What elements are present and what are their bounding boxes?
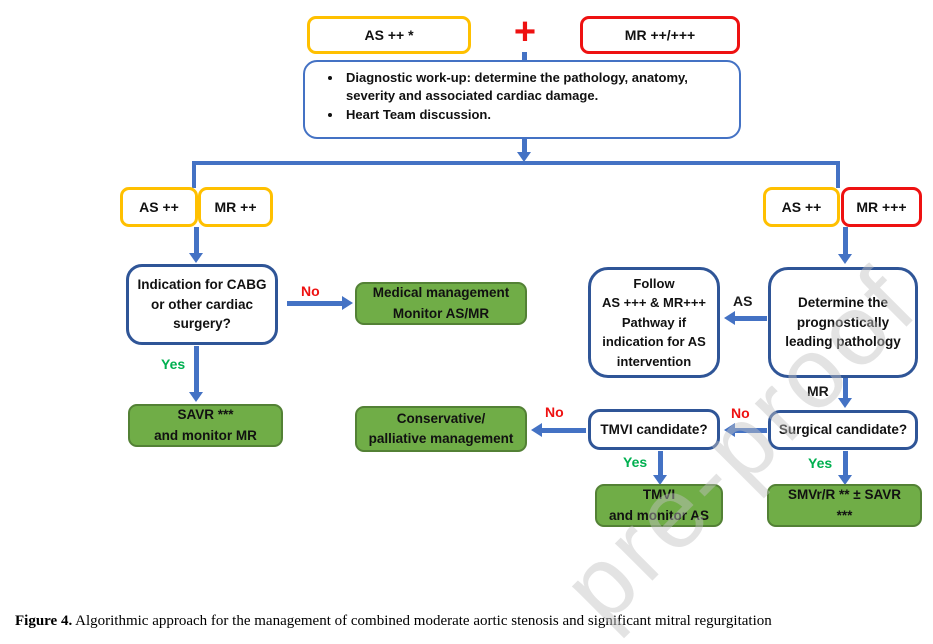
follow-pathway-box: Follow AS +++ & MR+++ Pathway if indicat… xyxy=(588,267,720,378)
arrow-tmvi-yes-head xyxy=(653,475,667,485)
left-as-tag: AS ++ xyxy=(120,187,198,227)
arrow-workup-head xyxy=(517,152,531,162)
surgical-question-box: Surgical candidate? xyxy=(768,410,918,450)
mr-significant-header-box: MR ++/+++ xyxy=(580,16,740,54)
arrow-tmvi-yes-shaft xyxy=(658,451,663,477)
arrow-cabg-yes-shaft xyxy=(194,346,199,393)
plus-sign: + xyxy=(513,11,537,53)
tmvi-treatment-box: TMVI and monitor AS xyxy=(595,484,723,527)
right-mr-tag: MR +++ xyxy=(841,187,922,227)
as-edge-label: AS xyxy=(733,293,753,309)
cabg-question-box: Indication for CABG or other cardiac sur… xyxy=(126,264,278,345)
arrow-as-edge-shaft xyxy=(734,316,767,321)
tmvi-question-box: TMVI candidate? xyxy=(588,409,720,450)
connector-plus-to-workup xyxy=(522,52,527,62)
as-moderate-header-box: AS ++ * xyxy=(307,16,471,54)
arrow-to-cabg-head xyxy=(189,253,203,263)
arrow-surgical-yes-shaft xyxy=(843,451,848,477)
savr-box: SAVR *** and monitor MR xyxy=(128,404,283,447)
determine-pathology-box: Determine the prognostically leading pat… xyxy=(768,267,918,378)
arrow-surgical-no-shaft xyxy=(734,428,767,433)
workup-bullet-1: Diagnostic work-up: determine the pathol… xyxy=(343,69,729,106)
arrow-mr-edge-head xyxy=(838,398,852,408)
arrow-as-edge-head xyxy=(724,311,735,325)
arrow-mr-edge-shaft xyxy=(843,378,848,400)
mr-edge-label: MR xyxy=(807,383,829,399)
arrow-cabg-no-head xyxy=(342,296,353,310)
branch-line xyxy=(192,161,840,165)
arrow-cabg-no-shaft xyxy=(287,301,343,306)
right-as-tag: AS ++ xyxy=(763,187,840,227)
tmvi-yes-label: Yes xyxy=(623,454,648,470)
branch-stub-right xyxy=(836,161,840,188)
left-mr-tag: MR ++ xyxy=(198,187,273,227)
figure-caption-text: Algorithmic approach for the management … xyxy=(72,613,772,629)
arrow-to-determine-head xyxy=(838,254,852,264)
surgical-no-label: No xyxy=(731,405,750,421)
arrow-workup-shaft xyxy=(522,139,527,154)
arrow-tmvi-no-shaft xyxy=(541,428,586,433)
diagnostic-workup-box: Diagnostic work-up: determine the pathol… xyxy=(303,60,741,139)
cabg-yes-label: Yes xyxy=(161,356,186,372)
smvr-treatment-box: SMVr/R ** ± SAVR *** xyxy=(767,484,922,527)
tmvi-no-label: No xyxy=(545,404,564,420)
arrow-to-determine-shaft xyxy=(843,227,848,255)
surgical-yes-label: Yes xyxy=(808,455,833,471)
workup-bullet-2: Heart Team discussion. xyxy=(343,106,729,124)
figure-caption-label: Figure 4. xyxy=(15,613,73,629)
arrow-tmvi-no-head xyxy=(531,423,542,437)
arrow-surgical-no-head xyxy=(724,423,735,437)
conservative-box: Conservative/ palliative management xyxy=(355,406,527,452)
arrow-cabg-yes-head xyxy=(189,392,203,402)
cabg-no-label: No xyxy=(301,283,320,299)
branch-stub-left xyxy=(192,161,196,188)
arrow-surgical-yes-head xyxy=(838,475,852,485)
medical-management-box: Medical management Monitor AS/MR xyxy=(355,282,527,325)
arrow-to-cabg-shaft xyxy=(194,227,199,254)
figure-caption: Figure 4. Algorithmic approach for the m… xyxy=(15,613,925,630)
